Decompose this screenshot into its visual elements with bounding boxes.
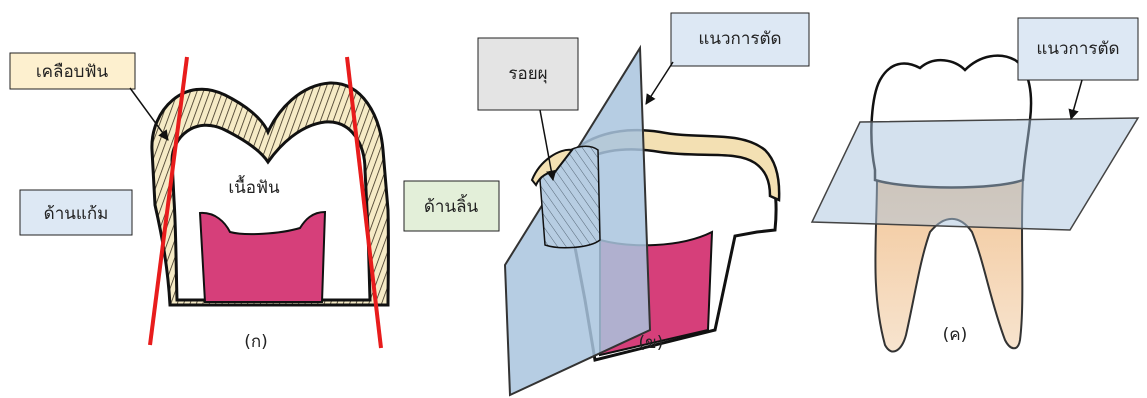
caption-c: (ค) — [943, 325, 968, 345]
label-dentin: เนื้อฟัน — [228, 175, 280, 198]
callout-cut-c: แนวการตัด — [1036, 39, 1119, 59]
arrow-cut-b — [646, 62, 673, 104]
callout-lingual: ด้านลิ้น — [424, 194, 479, 217]
caption-b: (ข) — [639, 333, 664, 353]
caption-a: (ก) — [244, 332, 268, 352]
cutting-plane-horizontal — [812, 118, 1138, 230]
panel-b: รอยผุ แนวการตัด (ข) — [478, 13, 809, 395]
callout-buccal: ด้านแก้ม — [44, 204, 109, 224]
panel-c: แนวการตัด (ค) — [812, 18, 1138, 352]
panel-a: เคลือบฟัน ด้านแก้ม ด้านลิ้น เนื้อฟัน (ก) — [10, 53, 499, 352]
callout-cut-b: แนวการตัด — [698, 29, 781, 49]
callout-enamel: เคลือบฟัน — [36, 62, 109, 82]
arrow-cut-c — [1071, 80, 1082, 119]
callout-wear: รอยผุ — [508, 64, 547, 84]
